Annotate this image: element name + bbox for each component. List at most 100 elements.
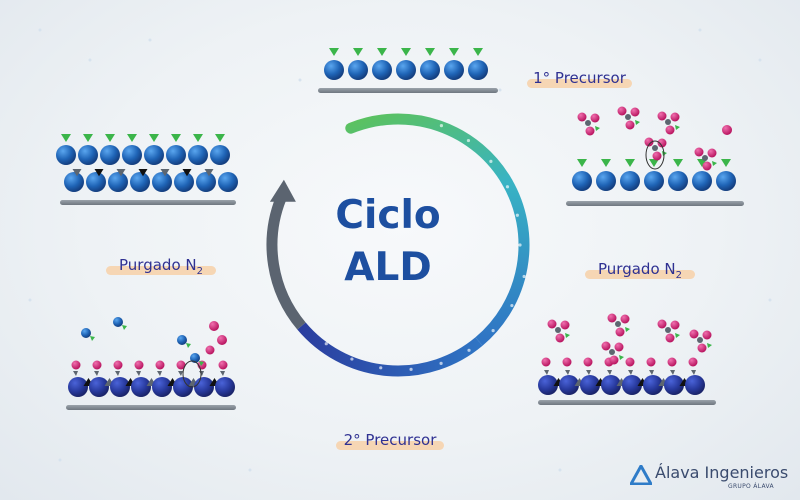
molecule-ligand [675, 125, 680, 130]
molecule-core [615, 321, 621, 327]
background-dot [58, 458, 62, 462]
substrate-atom [324, 60, 344, 80]
precursor-1-ligand [83, 134, 93, 142]
molecule-core [697, 337, 703, 343]
precursor-1-ligand [673, 159, 683, 167]
substrate-atom [86, 172, 106, 192]
molecule-core [665, 119, 671, 125]
precursor-2-atom [625, 357, 635, 367]
cycle-sparkle [505, 185, 510, 189]
substrate-atom [131, 377, 151, 397]
molecule-ligand [122, 325, 127, 330]
cycle-sparkle [466, 138, 471, 143]
precursor-2-atom [707, 148, 717, 158]
cycle-sparkle [522, 274, 526, 279]
linker-site [691, 370, 696, 375]
label-purge-right: Purgado N2 [585, 258, 695, 281]
brand-group: GRUPO ÁLAVA [728, 483, 774, 490]
molecule-ligand [662, 151, 667, 156]
background-dot [758, 58, 762, 62]
substrate-atom [89, 377, 109, 397]
precursor-2-atom [697, 343, 707, 353]
precursor-1-ligand [649, 159, 659, 167]
substrate-atom [152, 172, 172, 192]
substrate-atom [559, 375, 579, 395]
precursor-2-atom [607, 313, 617, 323]
substrate-atom [692, 171, 712, 191]
molecule-core [702, 155, 708, 161]
precursor-2-atom [555, 333, 565, 343]
precursor-1-ligand [353, 48, 363, 56]
linker-site [670, 370, 675, 375]
precursor-2-atom [630, 107, 640, 117]
substrate-atom [64, 172, 84, 192]
substrate-atom [196, 172, 216, 192]
linker-site [199, 371, 204, 376]
cycle-title: Ciclo ALD [318, 190, 458, 294]
substrate-atom [81, 328, 91, 338]
precursor-2-atom [617, 106, 627, 116]
precursor-2-atom [205, 345, 215, 355]
substrate-atom [643, 375, 663, 395]
linker-site [160, 169, 170, 177]
substrate-bar [566, 201, 744, 206]
cycle-segment-green [345, 113, 513, 188]
cycle-sparkle [510, 303, 514, 308]
brand-name: Álava Ingenieros [655, 463, 789, 482]
linker-site [628, 370, 633, 375]
precursor-2-atom [657, 111, 667, 121]
substrate-atom [218, 172, 238, 192]
cycle-title-line2: ALD [344, 245, 432, 290]
molecule-ligand [619, 355, 624, 360]
substrate-atom [210, 145, 230, 165]
substrate-atom [444, 60, 464, 80]
precursor-1-ligand [601, 159, 611, 167]
precursor-2-atom [694, 147, 704, 157]
substrate-atom [596, 171, 616, 191]
alava-logo-icon [630, 465, 652, 485]
substrate-atom [56, 145, 76, 165]
molecule-ligand [635, 120, 640, 125]
molecule-core [555, 327, 561, 333]
linker-site [178, 371, 183, 376]
substrate-atom [174, 172, 194, 192]
substrate-atom [152, 377, 172, 397]
label-precursor-2: 2° Precursor [336, 429, 444, 451]
precursor-2-atom [670, 320, 680, 330]
precursor-2-atom [620, 314, 630, 324]
cycle-arrow-icon [266, 113, 530, 377]
precursor-2-atom [113, 360, 123, 370]
precursor-2-atom [689, 329, 699, 339]
cycle-segment-teal [475, 179, 530, 346]
molecule-ligand [625, 327, 630, 332]
molecule-core [625, 114, 631, 120]
precursor-2-atom [657, 138, 667, 148]
precursor-2-atom [217, 335, 227, 345]
precursor-2-atom [601, 341, 611, 351]
precursor-2-atom [541, 357, 551, 367]
substrate-atom [110, 377, 130, 397]
molecule-ligand [565, 333, 570, 338]
substrate-atom [644, 171, 664, 191]
molecule-ligand [90, 336, 95, 341]
linker-site [565, 370, 570, 375]
linker-site [182, 169, 192, 177]
precursor-2-atom [209, 321, 219, 331]
precursor-2-atom [583, 357, 593, 367]
precursor-1-ligand [61, 134, 71, 142]
precursor-1-ligand [215, 134, 225, 142]
substrate-atom [580, 375, 600, 395]
substrate-atom [420, 60, 440, 80]
molecule-core [585, 120, 591, 126]
precursor-2-atom [585, 126, 595, 136]
precursor-2-atom [560, 320, 570, 330]
substrate-atom [215, 377, 235, 397]
linker-site [72, 169, 82, 177]
linker-site [138, 169, 148, 177]
substrate-bar [66, 405, 236, 410]
substrate-atom [668, 171, 688, 191]
precursor-1-ligand [721, 159, 731, 167]
substrate-atom [100, 145, 120, 165]
substrate-atom [716, 171, 736, 191]
cycle-sparkle [439, 361, 443, 366]
